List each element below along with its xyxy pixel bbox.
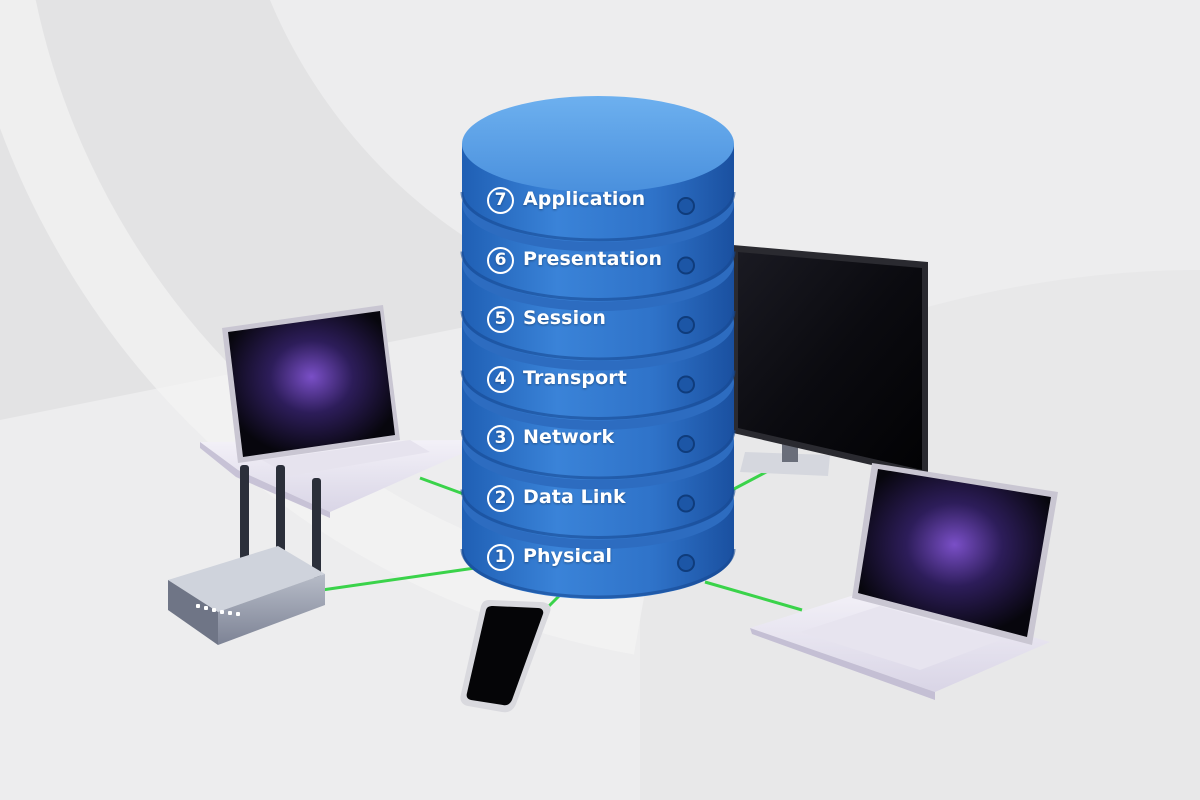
indicator-dot-icon xyxy=(677,435,695,453)
laptop-icon xyxy=(750,463,1058,700)
layer-number-badge: 4 xyxy=(487,365,514,393)
laptop-icon xyxy=(200,305,470,518)
indicator-dot-icon xyxy=(677,494,695,513)
smartphone-icon xyxy=(460,600,551,713)
layer-name-label: Transport xyxy=(523,366,627,389)
layer-name-label: Physical xyxy=(523,545,613,567)
layer-number-badge: 5 xyxy=(487,306,514,333)
link-monitor xyxy=(731,468,771,492)
indicator-dot-icon xyxy=(677,197,695,215)
router-icon xyxy=(168,465,325,645)
indicator-dot-icon xyxy=(677,554,695,572)
layer-number-badge: 1 xyxy=(487,544,514,571)
layer-name-label: Data Link xyxy=(523,485,626,508)
layer-number-badge: 2 xyxy=(487,484,514,512)
layer-name-label: Application xyxy=(523,188,646,210)
server-stack-icon xyxy=(460,96,736,599)
layer-disk-7 xyxy=(460,96,736,242)
layer-number-badge: 3 xyxy=(487,425,514,452)
layer-number-badge: 6 xyxy=(487,246,514,274)
link-laptop-right xyxy=(704,580,803,612)
indicator-dot-icon xyxy=(677,316,695,334)
layer-name-label: Session xyxy=(523,307,606,329)
monitor-icon xyxy=(733,245,928,478)
link-router xyxy=(321,566,476,592)
layer-number-badge: 7 xyxy=(487,187,514,214)
layer-name-label: Presentation xyxy=(523,247,663,270)
layer-name-label: Network xyxy=(523,426,615,448)
indicator-dot-icon xyxy=(677,256,695,275)
indicator-dot-icon xyxy=(677,375,695,394)
